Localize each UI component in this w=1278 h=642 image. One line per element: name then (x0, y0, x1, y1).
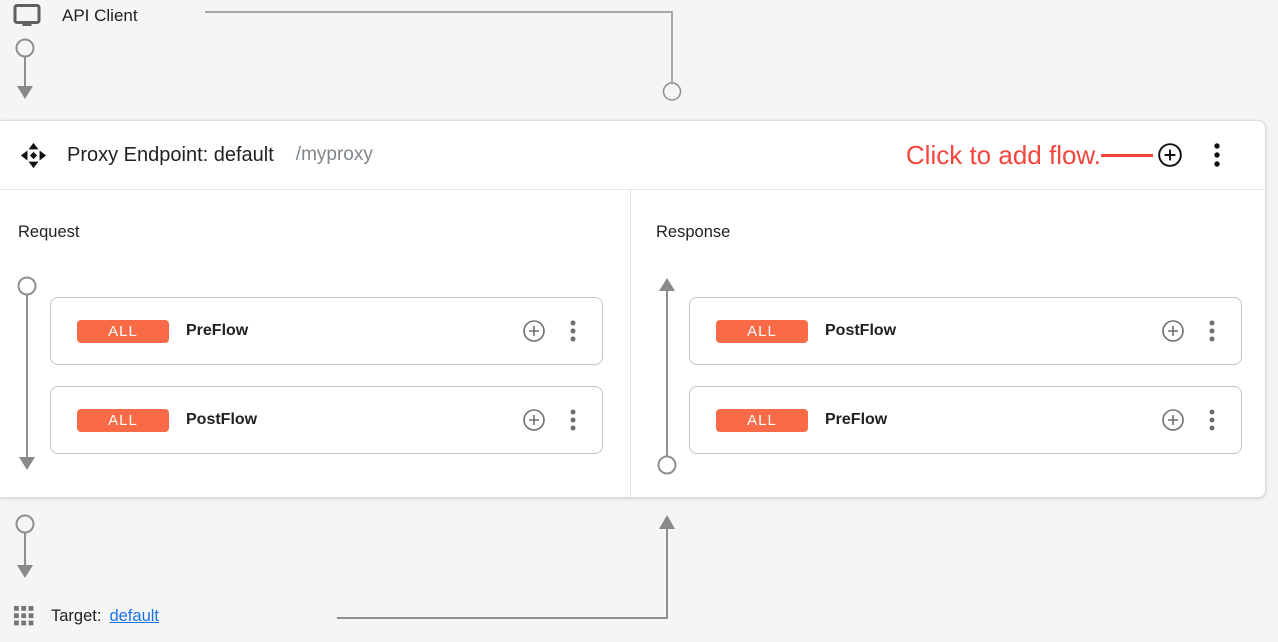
api-client-label: API Client (62, 6, 138, 25)
proxy-endpoint-basepath: /myproxy (295, 144, 373, 165)
flow-menu-button[interactable] (562, 317, 584, 345)
proxy-endpoint-body: Request ALL PreFlow (0, 190, 1265, 498)
flow-name: PostFlow (186, 411, 258, 428)
add-policy-button[interactable] (1161, 408, 1185, 432)
request-label: Request (18, 223, 80, 241)
flow-menu-button[interactable] (562, 406, 584, 434)
plus-circle-icon (1162, 409, 1184, 431)
kebab-menu-icon (1214, 143, 1220, 167)
response-label: Response (656, 223, 731, 241)
plus-circle-icon (1162, 320, 1184, 342)
flow-card-response-postflow[interactable]: ALL PostFlow (689, 297, 1242, 365)
proxy-endpoint-icon (20, 142, 47, 168)
proxy-endpoint-menu-button[interactable] (1205, 140, 1229, 170)
request-column: Request ALL PreFlow (0, 190, 631, 498)
flow-menu-button[interactable] (1201, 406, 1223, 434)
api-client-node: API Client (12, 3, 138, 29)
request-flow-list: ALL PreFlow (50, 297, 603, 475)
monitor-icon (13, 4, 41, 26)
proxy-endpoint-header: Proxy Endpoint: default /myproxy Click t… (0, 121, 1265, 190)
condition-badge: ALL (77, 319, 169, 343)
add-policy-button[interactable] (522, 319, 546, 343)
flow-name: PostFlow (825, 322, 897, 339)
add-flow-button[interactable] (1157, 142, 1183, 168)
connector-proxy-to-target (15, 514, 35, 578)
connector-response-to-client (205, 11, 682, 101)
add-flow-annotation: Click to add flow. (906, 140, 1153, 171)
add-flow-annotation-text: Click to add flow. (905, 139, 1101, 170)
connector-target-to-response (337, 515, 675, 619)
flow-card-response-preflow[interactable]: ALL PreFlow (689, 386, 1242, 454)
response-column: Response ALL PostFlow (631, 190, 1265, 498)
kebab-menu-icon (570, 409, 576, 431)
flow-name: PreFlow (186, 322, 249, 339)
condition-badge: ALL (716, 319, 808, 343)
flow-card-request-preflow[interactable]: ALL PreFlow (50, 297, 603, 365)
flow-menu-button[interactable] (1201, 317, 1223, 345)
proxy-endpoint-panel: Proxy Endpoint: default /myproxy Click t… (0, 120, 1266, 498)
kebab-menu-icon (1209, 409, 1215, 431)
kebab-menu-icon (1209, 320, 1215, 342)
grid-icon (14, 606, 34, 626)
target-row: Target: default (14, 606, 159, 626)
plus-circle-icon (523, 320, 545, 342)
condition-badge: ALL (77, 408, 169, 432)
add-policy-button[interactable] (522, 408, 546, 432)
target-label: Target: (51, 606, 102, 625)
flow-name: PreFlow (825, 411, 888, 428)
flow-card-request-postflow[interactable]: ALL PostFlow (50, 386, 603, 454)
kebab-menu-icon (570, 320, 576, 342)
plus-circle-icon (1158, 143, 1182, 167)
proxy-endpoint-title: Proxy Endpoint: default (67, 143, 274, 166)
add-flow-annotation-arrow (1101, 153, 1153, 157)
response-flow-list: ALL PostFlow (689, 297, 1242, 475)
target-default-link[interactable]: default (109, 606, 159, 625)
condition-badge: ALL (716, 408, 808, 432)
add-policy-button[interactable] (1161, 319, 1185, 343)
plus-circle-icon (523, 409, 545, 431)
connector-client-to-proxy (15, 38, 35, 99)
